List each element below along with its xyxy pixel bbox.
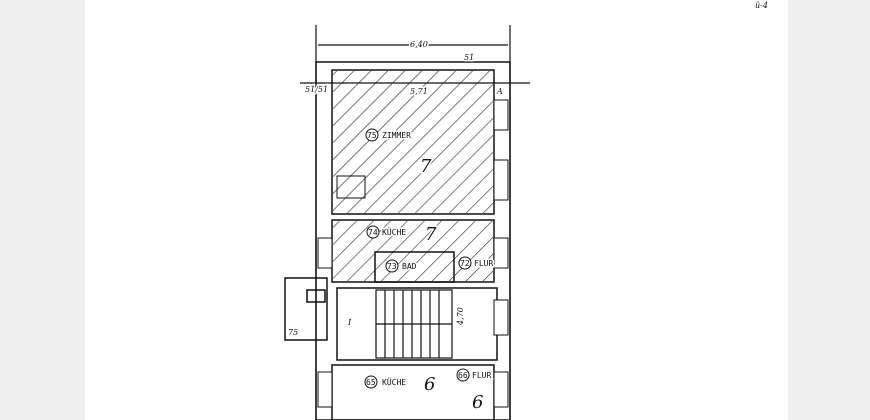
svg-text:73: 73: [387, 262, 397, 271]
svg-text:72: 72: [460, 259, 470, 268]
stair-mark: I: [347, 318, 352, 327]
top-dimension: 5,71: [410, 87, 428, 96]
svg-text:FLUR: FLUR: [472, 371, 491, 380]
room-flur-6: 66 FLUR 6: [456, 368, 493, 415]
kueche-bad-hatch: [333, 221, 493, 281]
svg-text:BAD: BAD: [402, 262, 417, 271]
staircase: [375, 289, 453, 359]
svg-text:KÜCHE: KÜCHE: [382, 377, 406, 387]
svg-text:7: 7: [420, 156, 432, 177]
room-kueche-7: 74 KÜCHE 7: [366, 223, 439, 247]
svg-text:FLUR: FLUR: [474, 259, 493, 268]
width-dimension: 6,40: [410, 40, 428, 49]
fixture-hatch: [337, 176, 365, 198]
svg-text:74: 74: [368, 228, 378, 237]
windows: [317, 99, 509, 408]
room-bad: 73 BAD: [385, 259, 418, 273]
svg-text:66: 66: [458, 371, 468, 380]
svg-text:7: 7: [425, 224, 437, 245]
svg-text:65: 65: [366, 378, 376, 387]
wall-note-left: 51/51: [305, 85, 328, 94]
wall-note-right: 51: [464, 53, 474, 62]
stair-note: 4,70: [456, 307, 465, 326]
svg-text:KÜCHE: KÜCHE: [382, 227, 406, 237]
room-zimmer-7: 75 ZIMMER 7: [365, 128, 434, 179]
svg-text:6: 6: [472, 392, 483, 413]
svg-text:75: 75: [367, 131, 377, 140]
corner-mark: A: [496, 87, 503, 96]
corner-annotation: ü-4: [755, 1, 768, 10]
svg-text:ZIMMER: ZIMMER: [382, 131, 411, 140]
room-flur-7: 72 FLUR: [458, 256, 495, 270]
room-kueche-6: 65 KÜCHE 6: [364, 373, 437, 397]
annex-note: 75: [288, 328, 298, 337]
svg-text:6: 6: [424, 374, 435, 395]
